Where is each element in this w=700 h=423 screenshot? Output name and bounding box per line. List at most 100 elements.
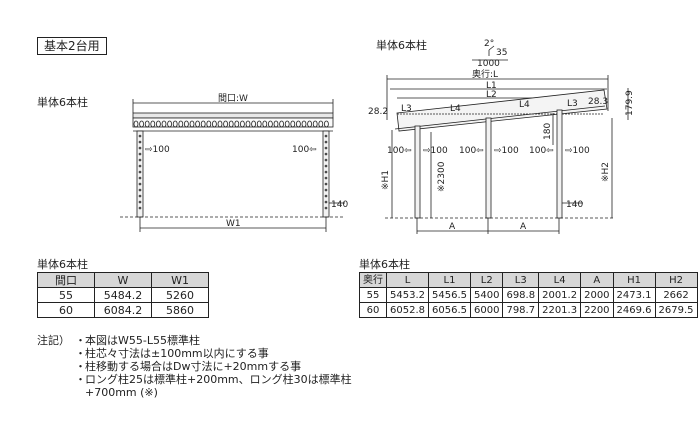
post-hole-mark	[138, 194, 142, 198]
roof-rib-mark	[234, 120, 240, 128]
side-post-center	[485, 117, 492, 219]
table-cell: 2201.3	[538, 302, 582, 318]
roof-rib-mark	[279, 120, 285, 128]
table-cell: 5453.2	[386, 287, 429, 303]
post-hole-mark	[324, 170, 328, 174]
table-header-cell: L	[386, 272, 429, 288]
roof-rib-mark	[161, 120, 167, 128]
roof-rib-mark	[245, 120, 251, 128]
roof-rib-mark	[307, 120, 313, 128]
roof-rib-mark	[295, 120, 301, 128]
roof-rib-mark	[318, 120, 324, 128]
table-cell: 2200	[580, 302, 614, 318]
table-header-cell: L2	[469, 272, 504, 288]
table-cell: 5400	[469, 287, 504, 303]
side-1000-label: 1000	[477, 59, 500, 69]
post-hole-mark	[138, 176, 142, 180]
table-cell: 55	[359, 287, 387, 303]
table-cell: 2000	[580, 287, 614, 303]
table-cell: 6000	[469, 302, 504, 318]
bullet-icon: ・	[75, 334, 86, 347]
table-cell: 5484.2	[94, 287, 152, 303]
post-hole-mark	[138, 182, 142, 186]
roof-rib-mark	[284, 120, 290, 128]
roof-rib-mark	[150, 120, 156, 128]
roof-rib-mark	[223, 120, 229, 128]
table-cell: 6056.5	[428, 302, 471, 318]
post-hole-mark	[324, 194, 328, 198]
side-140-label: 140	[566, 200, 583, 210]
side-a-left-label: A	[449, 222, 456, 232]
table-cell: 2001.2	[538, 287, 582, 303]
section-badge: 基本2台用	[37, 37, 107, 55]
side-L1-label: L1	[486, 81, 497, 91]
side-L3-right-label: L3	[567, 99, 578, 109]
roof-rib-mark	[189, 120, 195, 128]
roof-rib-mark	[183, 120, 189, 128]
front-roof-top	[132, 112, 334, 119]
post-hole-mark	[138, 188, 142, 192]
roof-rib-mark	[323, 120, 329, 128]
side-L3-left-label: L3	[401, 104, 412, 114]
front-left-offset: ⇨100	[145, 145, 170, 155]
front-view-label: 単体6本柱	[37, 96, 88, 109]
table-header-cell: 間口	[37, 272, 95, 288]
front-post-holes	[138, 134, 328, 210]
roof-rib-mark	[155, 120, 161, 128]
table-header-cell: L4	[538, 272, 582, 288]
front-w1-label: W1	[226, 219, 241, 229]
roof-rib-mark	[178, 120, 184, 128]
roof-rib-mark	[139, 120, 145, 128]
post-hole-mark	[324, 188, 328, 192]
table-cell: 5260	[151, 287, 209, 303]
notes-heading: 注記）	[37, 334, 70, 347]
roof-rib-mark	[312, 120, 318, 128]
side-282-label: 28.2	[368, 107, 388, 117]
side-L4-left-label: L4	[450, 104, 461, 114]
post-hole-mark	[138, 146, 142, 150]
roof-rib-mark	[256, 120, 262, 128]
note-item: ・ロング柱25は標準柱+200mm、ロング柱30は標準柱	[75, 373, 352, 386]
note-item: ・本図はW55-L55標準柱	[75, 334, 200, 347]
side-L2-label: L2	[486, 90, 497, 100]
post-hole-mark	[138, 206, 142, 210]
side-L4-right-label: L4	[519, 100, 530, 110]
roof-rib-mark	[273, 120, 279, 128]
post-hole-mark	[324, 146, 328, 150]
roof-rib-mark	[195, 120, 201, 128]
bullet-icon: ・	[75, 373, 86, 386]
side-offset-2: ⇨100	[423, 146, 448, 156]
roof-rib-mark	[167, 120, 173, 128]
table-header-cell: A	[580, 272, 614, 288]
roof-rib-mark	[251, 120, 257, 128]
roof-rib-mark	[217, 120, 223, 128]
post-hole-mark	[138, 152, 142, 156]
post-hole-mark	[324, 182, 328, 186]
front-view-drawing	[120, 99, 345, 232]
table-cell: 698.8	[502, 287, 540, 303]
front-roof-ribs	[133, 120, 329, 128]
side-offset-4: ⇨100	[494, 146, 519, 156]
side-283-label: 28.3	[588, 97, 608, 107]
post-hole-mark	[324, 158, 328, 162]
side-view-drawing	[385, 45, 629, 234]
side-view-label: 単体6本柱	[376, 39, 427, 52]
roof-rib-mark	[144, 120, 150, 128]
table-cell: 798.7	[502, 302, 540, 318]
side-offset-1: 100⇦	[387, 146, 412, 156]
side-post-left	[414, 125, 421, 219]
table-header-cell: H1	[612, 272, 656, 288]
side-h2-label: ※H2	[601, 162, 611, 182]
front-140-label: 140	[331, 200, 348, 210]
roof-rib-mark	[267, 120, 273, 128]
side-angle-label: 2°	[484, 39, 494, 49]
roof-rib-mark	[239, 120, 245, 128]
bullet-icon: ・	[75, 360, 86, 373]
side-180-label: 180	[543, 123, 553, 140]
roof-rib-mark	[206, 120, 212, 128]
